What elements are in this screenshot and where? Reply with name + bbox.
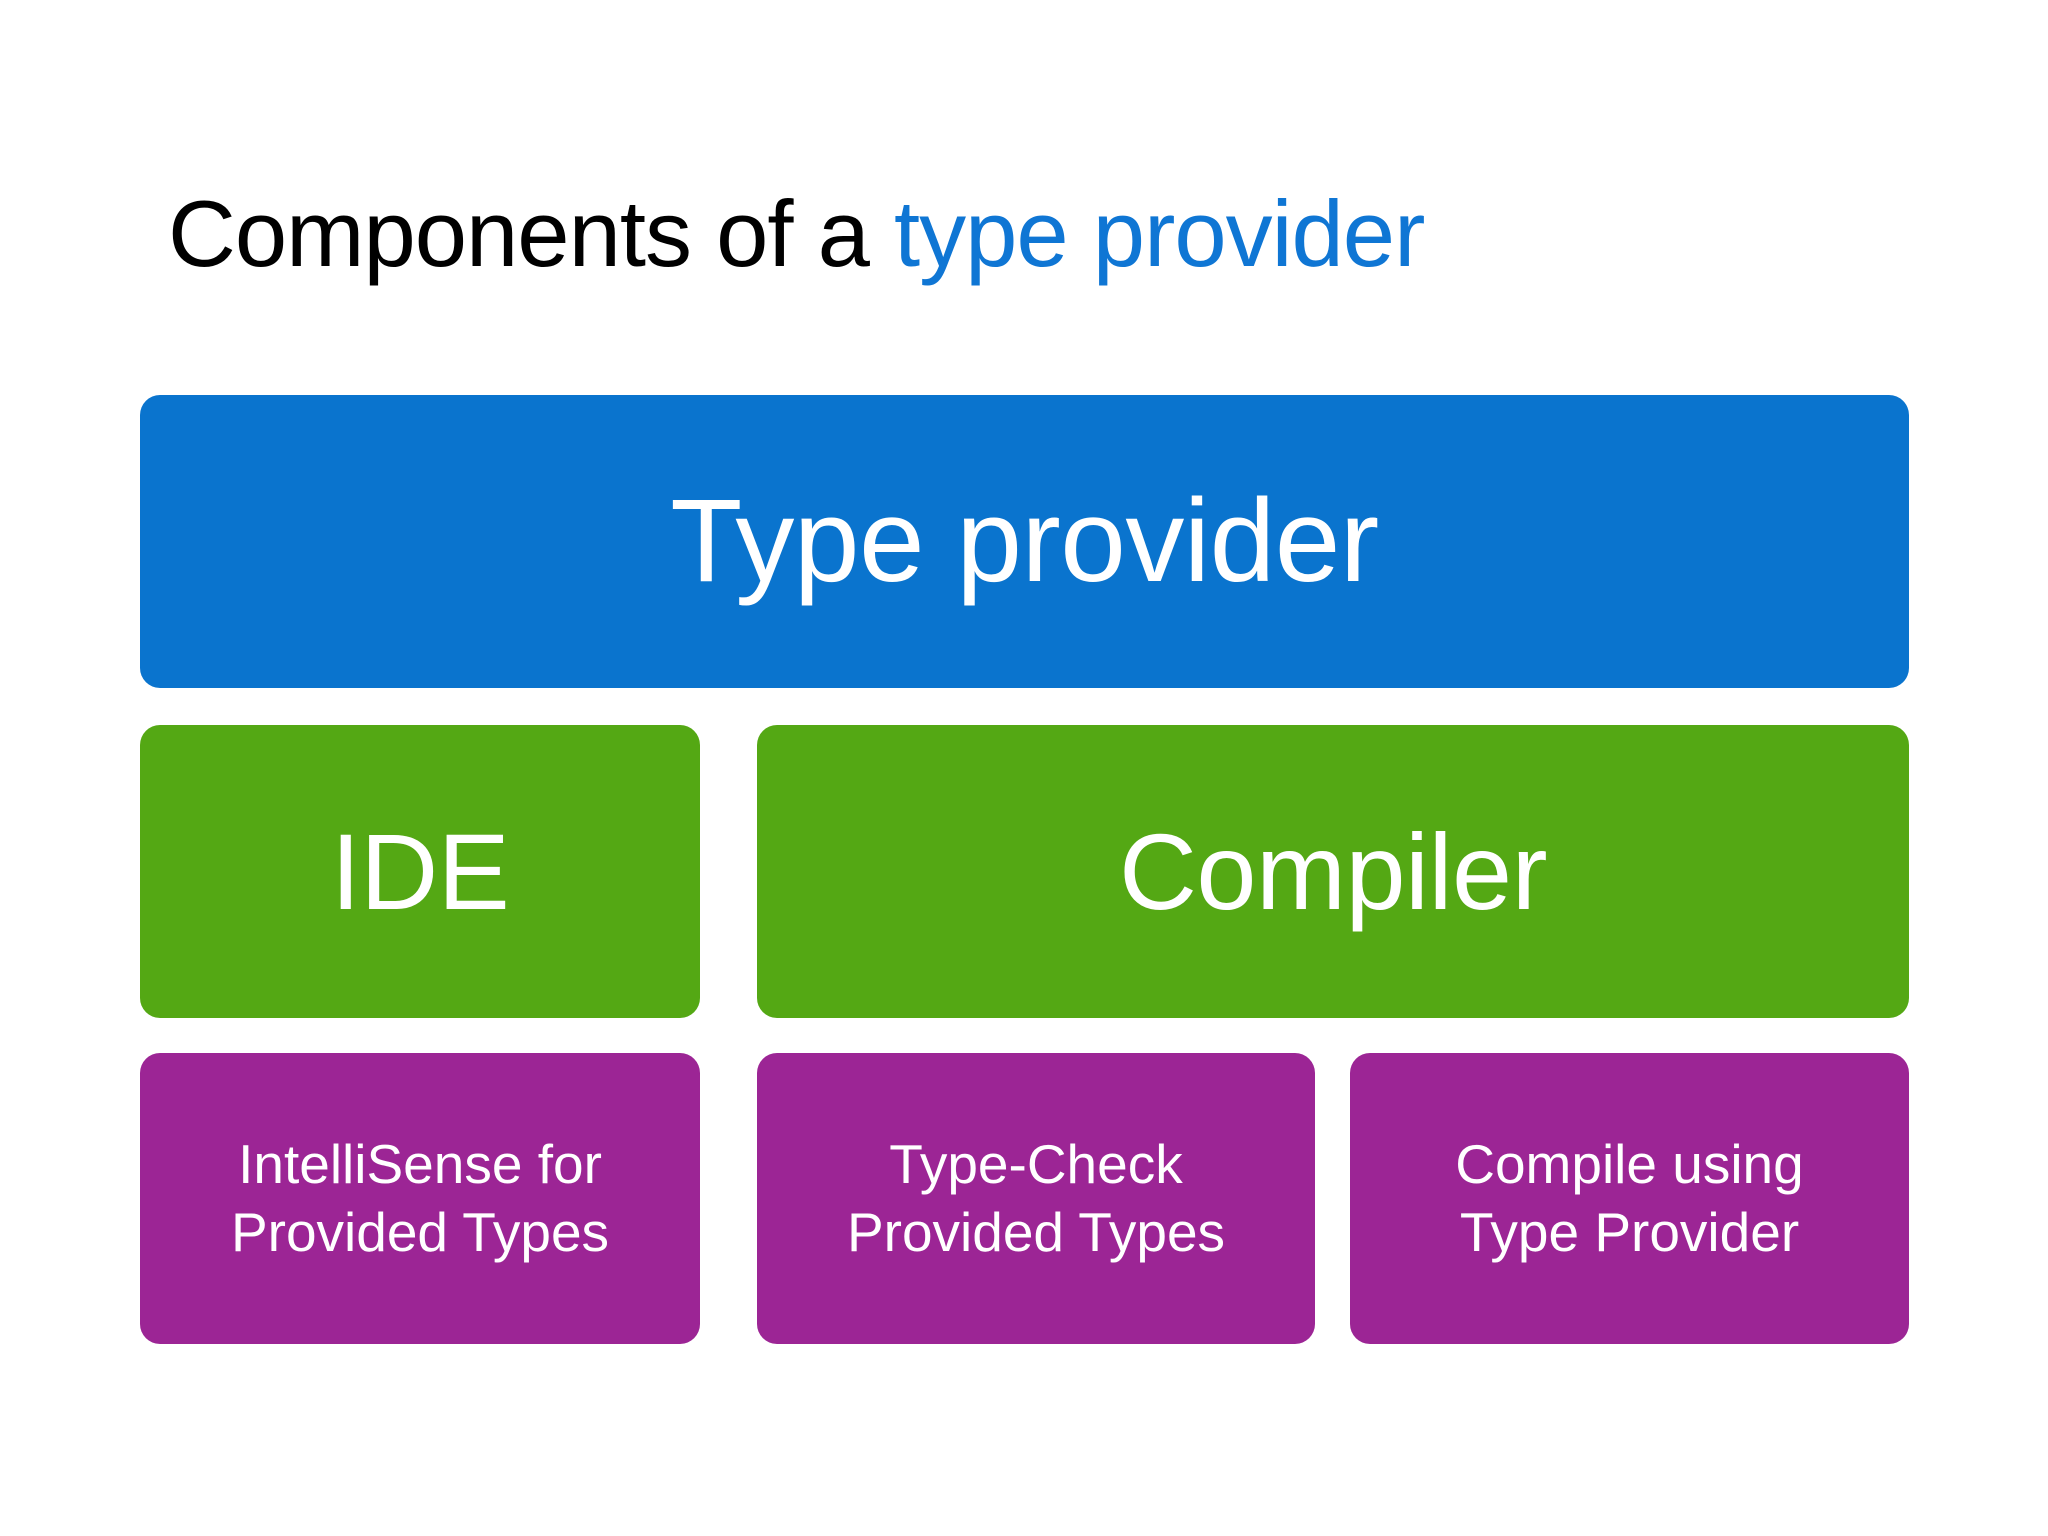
page-title-accent: type provider	[894, 180, 1425, 286]
type-provider-label: Type provider	[670, 474, 1379, 607]
ide-label: IDE	[330, 810, 510, 932]
compile-using-box[interactable]: Compile using Type Provider	[1350, 1053, 1909, 1344]
compiler-label: Compiler	[1118, 810, 1548, 932]
type-check-box[interactable]: Type-Check Provided Types	[757, 1053, 1315, 1344]
compile-using-label: Compile using Type Provider	[1455, 1133, 1804, 1263]
ide-box[interactable]: IDE	[140, 725, 700, 1018]
page-title: Components of a type provider	[168, 175, 1948, 305]
compiler-box[interactable]: Compiler	[757, 725, 1909, 1018]
intellisense-box[interactable]: IntelliSense for Provided Types	[140, 1053, 700, 1344]
page-title-lead: Components of a	[168, 180, 894, 286]
intellisense-label: IntelliSense for Provided Types	[230, 1133, 610, 1263]
type-provider-box[interactable]: Type provider	[140, 395, 1909, 688]
type-check-label: Type-Check Provided Types	[846, 1133, 1226, 1263]
